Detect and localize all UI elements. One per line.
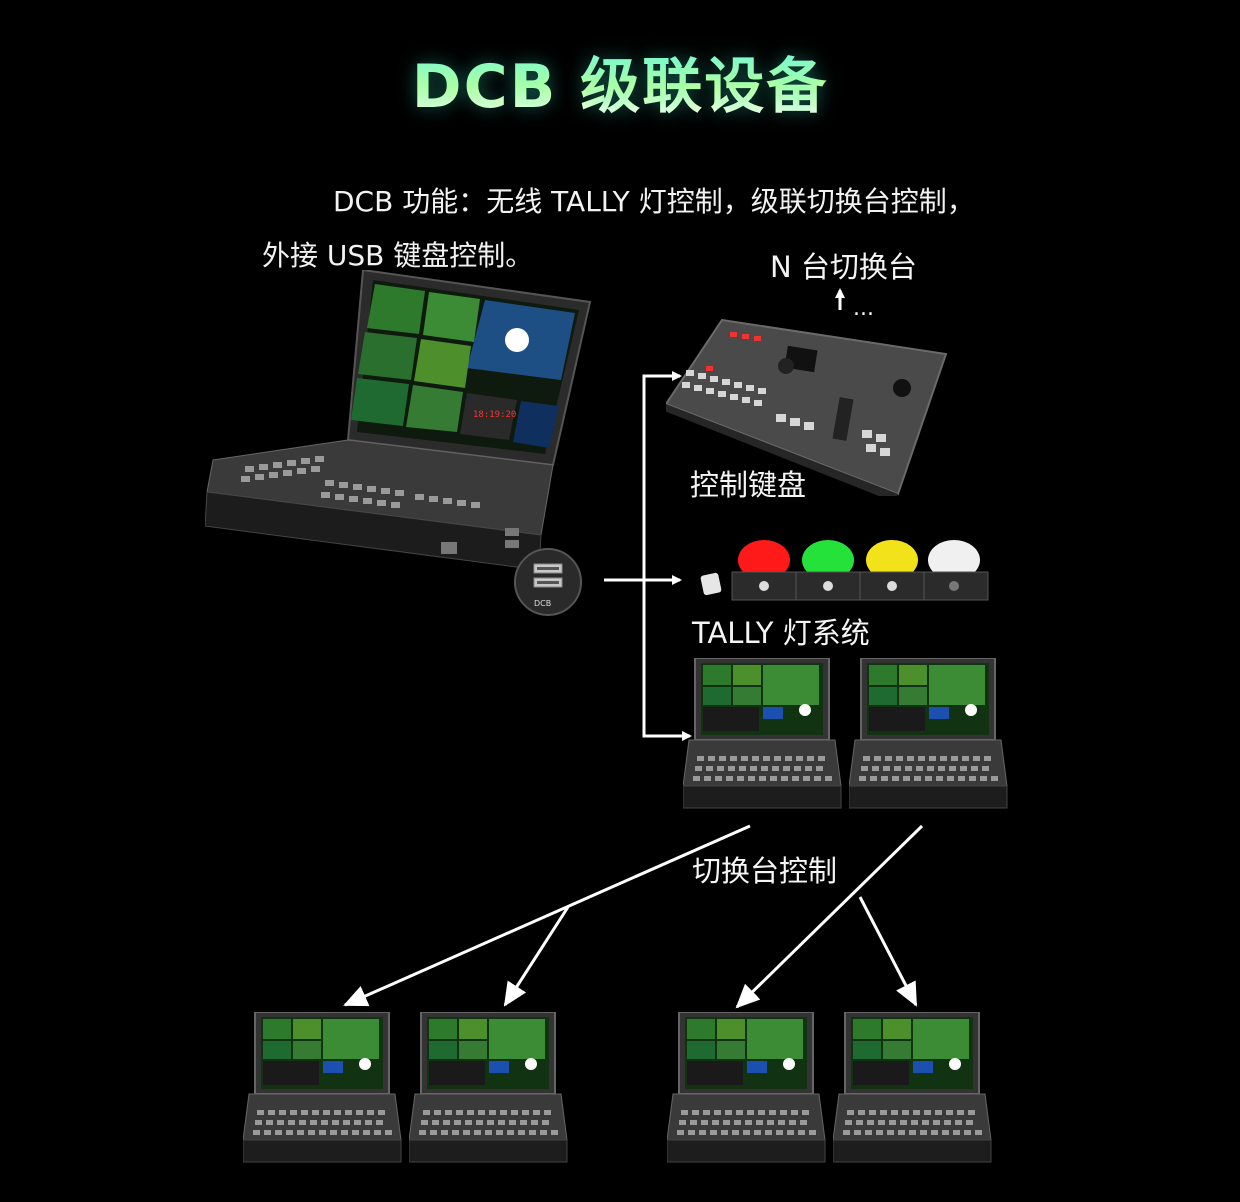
main-switcher-device: 18:19:20 xyxy=(205,270,592,571)
control-keyboard-label: 控制键盘 xyxy=(690,468,807,502)
ellipsis-label: ... xyxy=(853,296,874,321)
switcher-tier1-a xyxy=(683,658,842,809)
tally-light-green xyxy=(795,540,861,601)
arrow-cascade-4 xyxy=(858,896,918,1007)
tally-light-yellow xyxy=(859,540,925,601)
switcher-tier2-d xyxy=(833,1012,992,1163)
tally-receiver xyxy=(700,572,722,596)
dcb-port-label: DCB xyxy=(534,599,552,608)
switcher-tier2-b xyxy=(409,1012,568,1163)
control-keyboard-device xyxy=(666,318,948,496)
arrow-cascade-1 xyxy=(343,824,751,1007)
description-line-2: 外接 USB 键盘控制。 xyxy=(262,239,534,272)
page-title: DCB 级联设备 xyxy=(0,38,1240,125)
tally-light-white xyxy=(923,540,989,601)
arrow-cascade-3 xyxy=(735,824,924,1009)
dcb-port-icon xyxy=(514,548,582,616)
switcher-tier2-a xyxy=(243,1012,402,1163)
tally-light-system xyxy=(700,540,989,601)
tally-light-red xyxy=(731,540,797,601)
arrow-cascade-2 xyxy=(503,906,570,1007)
switcher-tier2-c xyxy=(667,1012,826,1163)
switcher-control-label: 切换台控制 xyxy=(692,854,838,888)
description-line-1: DCB 功能：无线 TALLY 灯控制，级联切换台控制， xyxy=(333,185,975,218)
svg-text:18:19:20: 18:19:20 xyxy=(473,410,516,420)
tally-system-label: TALLY 灯系统 xyxy=(692,616,870,650)
switcher-tier1-b xyxy=(849,658,1008,809)
n-switchers-label: N 台切换台 xyxy=(770,250,917,284)
